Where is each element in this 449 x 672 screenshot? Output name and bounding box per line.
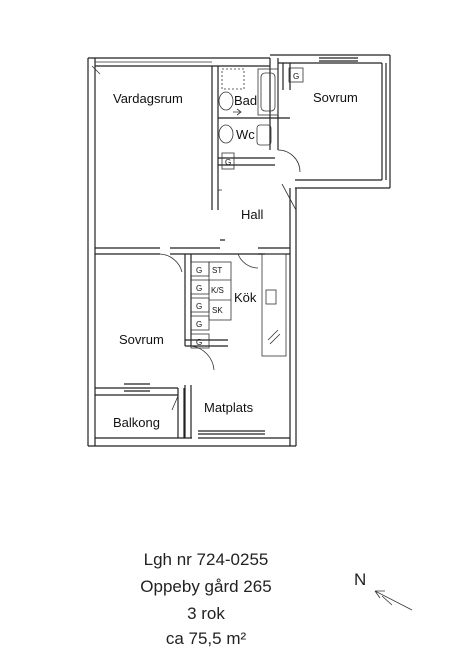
bathroom-fixtures xyxy=(218,67,304,170)
apartment-number: Lgh nr 724-0255 xyxy=(143,550,269,569)
fixture-sk: SK xyxy=(212,306,223,315)
label-balkong: Balkong xyxy=(113,415,160,430)
fixture-g-wetroom: G xyxy=(225,158,231,167)
compass-north-label: N xyxy=(354,570,367,589)
fixture-labels: G G G G G G G ST K/S SK xyxy=(196,72,299,347)
kitchen-fixtures xyxy=(190,253,287,357)
fixture-g-5: G xyxy=(196,338,202,347)
label-matplats: Matplats xyxy=(204,400,254,415)
fixture-g-bedroom1: G xyxy=(293,72,299,81)
area: ca 75,5 m² xyxy=(165,629,247,648)
fixture-g-1: G xyxy=(196,266,202,275)
label-sovrum-2: Sovrum xyxy=(119,332,164,347)
outer-walls xyxy=(87,54,391,447)
label-wc: Wc xyxy=(236,127,255,142)
fixture-g-2: G xyxy=(196,284,202,293)
label-hall: Hall xyxy=(241,207,264,222)
label-vardagsrum: Vardagsrum xyxy=(113,91,183,106)
address: Oppeby gård 265 xyxy=(140,577,272,596)
room-count: 3 rok xyxy=(187,604,225,623)
fixture-st: ST xyxy=(212,266,222,275)
door-swings xyxy=(91,65,301,411)
label-kok: Kök xyxy=(234,290,257,305)
compass-arrow-icon xyxy=(374,590,413,611)
fixture-g-3: G xyxy=(196,302,202,311)
interior-walls xyxy=(95,58,291,438)
fixture-ks: K/S xyxy=(211,286,224,295)
fixture-g-4: G xyxy=(196,320,202,329)
label-sovrum-1: Sovrum xyxy=(313,90,358,105)
room-labels: Vardagsrum Bad Wc Sovrum Hall Kök Sovrum… xyxy=(113,90,358,430)
label-bad: Bad xyxy=(234,93,257,108)
